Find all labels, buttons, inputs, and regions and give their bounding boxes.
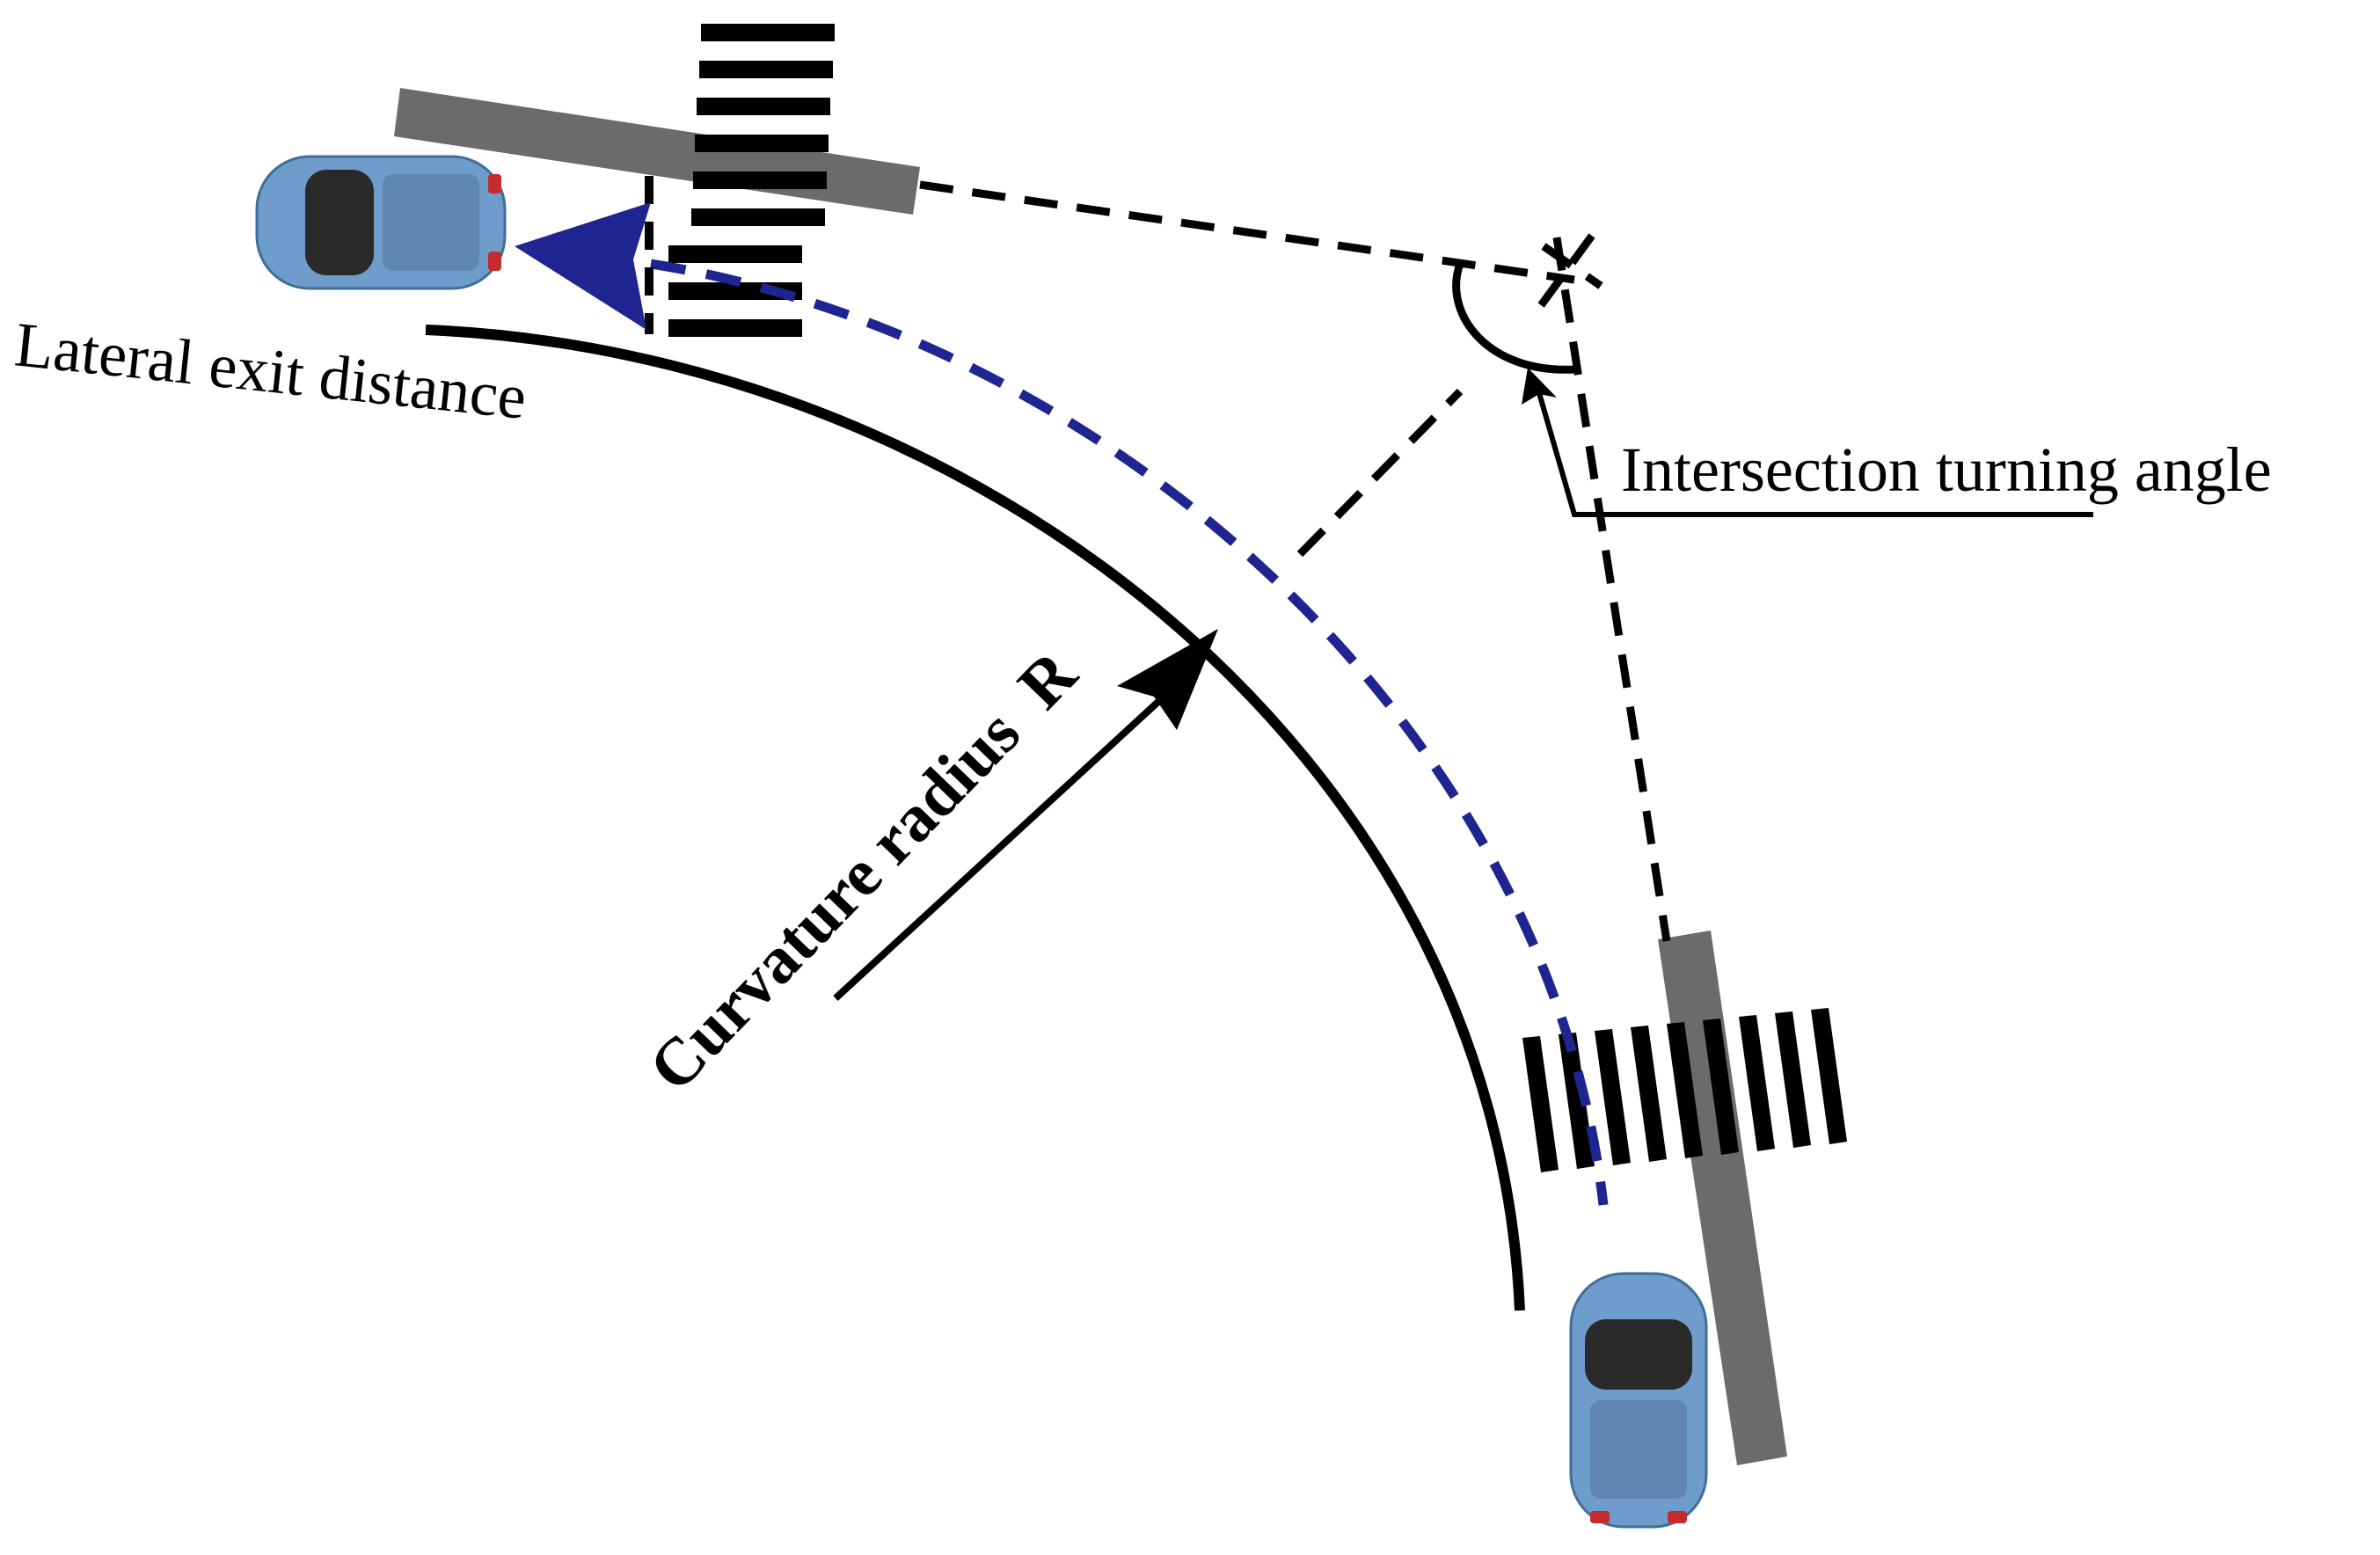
curvature-radius-label: Curvature radius R — [635, 636, 1091, 1105]
intersection-turning-angle-label: Intersection turning angle — [1621, 434, 2272, 505]
construction-lines — [919, 180, 1671, 942]
crosswalk-lower — [1522, 1008, 1847, 1172]
turning-angle-arc — [1452, 262, 1575, 374]
car-icon-approaching — [1569, 1272, 1708, 1529]
radius-arrowhead-icon — [1117, 629, 1218, 730]
exit-arrow-icon — [515, 202, 651, 330]
vehicle-path — [650, 259, 1609, 1206]
stop-bar-lower — [1658, 931, 1787, 1465]
car-icon-exiting — [255, 155, 507, 290]
arrow-icon — [1522, 368, 1557, 405]
turning-angle-leader — [1522, 368, 2093, 517]
crosswalk-upper — [668, 24, 835, 337]
curb-curve — [425, 325, 1525, 1311]
curvature-radius-arrow — [833, 629, 1218, 1001]
